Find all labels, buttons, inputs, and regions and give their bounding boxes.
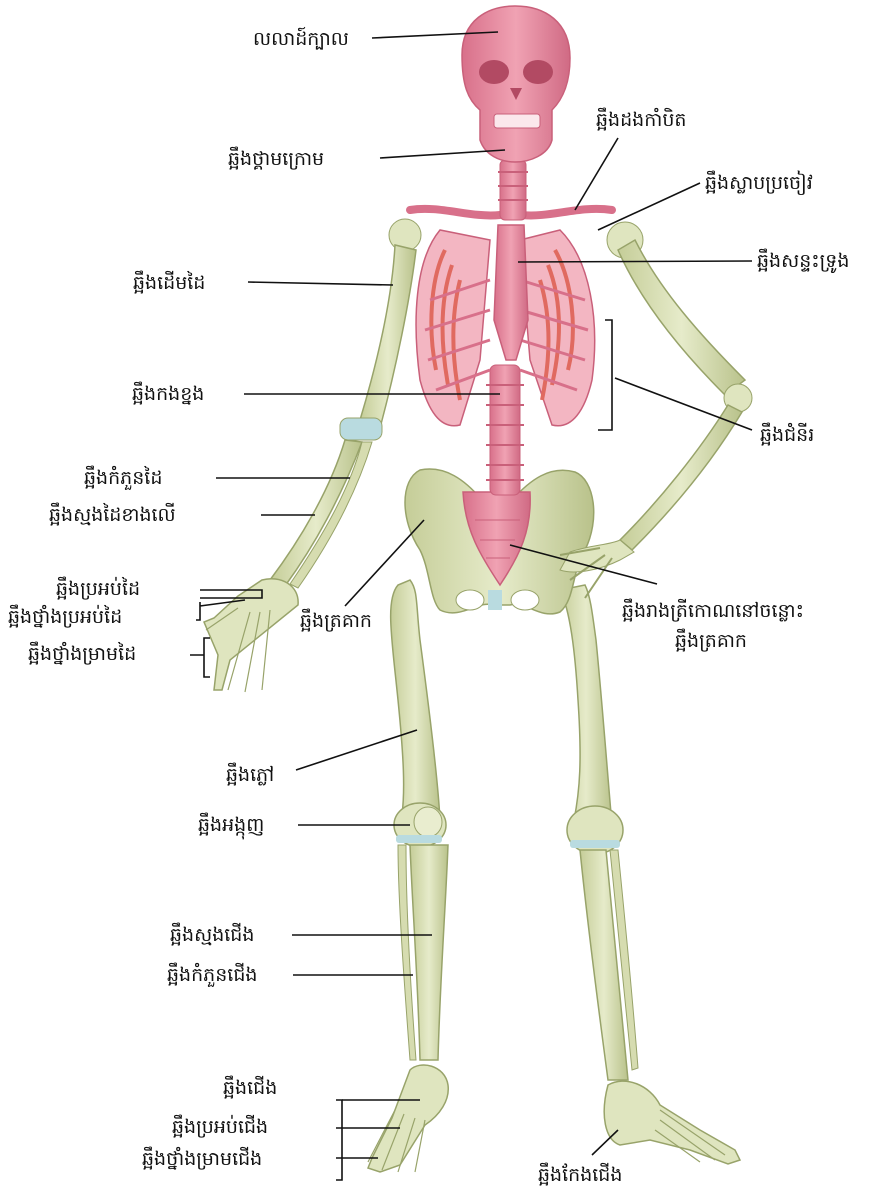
- label-tarsals: ឆ្អឹងជើង: [223, 1077, 277, 1099]
- left-femur: [391, 580, 440, 820]
- label-ulna: ឆ្អឹងស្មងដៃខាងលើ: [49, 504, 176, 526]
- label-femur: ឆ្អឹងភ្លៅ: [226, 764, 274, 786]
- label-skull: លលាដ៍ក្បាល: [253, 28, 349, 50]
- label-sacrum-line2: ឆ្អឹងត្រគាក: [675, 630, 747, 652]
- label-ribs: ឆ្អឹងជំនីរ: [760, 424, 814, 446]
- label-fibula: ឆ្អឹងកំភួនជើង: [167, 964, 257, 986]
- label-radius: ឆ្អឹងកំភួនដៃ: [84, 467, 162, 489]
- leader-ribs-bracket: [598, 320, 612, 430]
- label-tibia: ឆ្អឹងស្មងជើង: [170, 924, 254, 946]
- label-clavicle-upper: ឆ្អឹងដងកាំបិត: [596, 109, 686, 131]
- label-metatarsals: ឆ្អឹងប្រអប់ជើង: [172, 1116, 268, 1138]
- leader-femur: [296, 730, 417, 770]
- label-pelvis: ឆ្អឹងត្រគាក: [300, 610, 372, 632]
- label-mandible: ឆ្អឹងថ្គាមក្រោម: [228, 148, 324, 170]
- label-patella: ឆ្អឹងអង្កុញ: [198, 814, 264, 836]
- label-carpals: ឆ្អឹងប្រអប់ដៃ: [56, 578, 140, 600]
- label-phalanges-foot: ឆ្អឹងថ្នាំងម្រាមជើង: [142, 1148, 262, 1170]
- label-calcaneus: ឆ្អឹងកែងជើង: [538, 1164, 622, 1186]
- spine: [486, 365, 524, 495]
- right-tibia: [580, 850, 638, 1080]
- right-foot: [604, 1081, 740, 1164]
- right-knee: [567, 806, 623, 854]
- right-femur: [560, 585, 612, 825]
- skull: [462, 6, 570, 162]
- label-scapula: ឆ្អឹងស្លាបប្រចៀវ: [705, 172, 813, 194]
- leader-phalanges-hand: [190, 638, 210, 677]
- leader-humerus: [248, 282, 393, 285]
- left-tibia: [398, 845, 448, 1060]
- left-foot: [368, 1065, 448, 1172]
- label-metacarpals: ឆ្អឹងថ្នាំងប្រអប់ដៃ: [8, 606, 122, 628]
- label-sternum: ឆ្អឹងសន្ទះទ្រូង: [757, 250, 849, 272]
- label-humerus: ឆ្អឹងដើមដៃ: [133, 272, 205, 294]
- label-phalanges-hand: ឆ្អឹងថ្នាំងម្រាមដៃ: [28, 643, 136, 665]
- leader-mandible: [380, 150, 505, 158]
- leader-sternum: [518, 261, 752, 262]
- leader-clavicle-upper: [575, 138, 618, 210]
- leader-foot-bracket: [336, 1100, 342, 1180]
- label-spine: ឆ្អឹងកងខ្នង: [132, 383, 204, 405]
- label-sacrum-line1: ឆ្អឹងរាងត្រីកោណនៅចន្លោះ: [622, 600, 804, 622]
- neck-vertebrae: [498, 160, 528, 220]
